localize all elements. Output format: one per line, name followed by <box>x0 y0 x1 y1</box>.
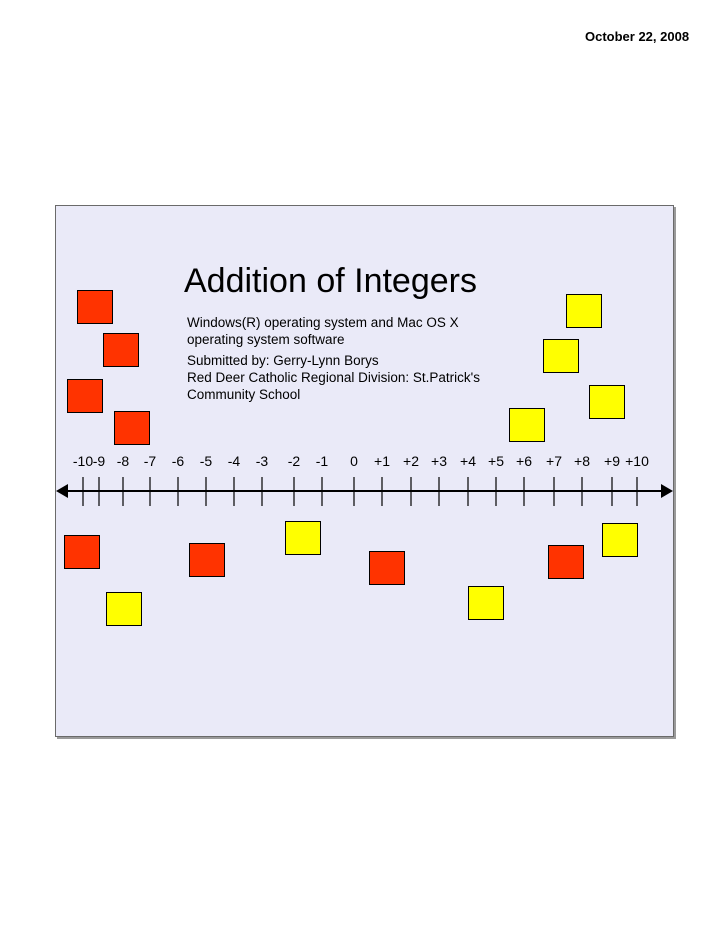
red-tile <box>67 379 103 413</box>
left-arrow-icon <box>56 484 68 498</box>
tick-label: 0 <box>350 453 358 469</box>
credits-line-2: Red Deer Catholic Regional Division: St.… <box>187 370 480 385</box>
tick-label: +7 <box>546 453 562 469</box>
yellow-tile <box>589 385 625 419</box>
red-tile <box>77 290 113 324</box>
tick-label: +3 <box>431 453 447 469</box>
tick-label: +5 <box>488 453 504 469</box>
yellow-tile <box>285 521 321 555</box>
date-header: October 22, 2008 <box>585 29 690 44</box>
tick-label: -2 <box>287 453 301 469</box>
yellow-tile <box>566 294 602 328</box>
number-line <box>56 477 673 506</box>
tick-label: +2 <box>403 453 419 469</box>
tick-label: +9 <box>604 453 620 469</box>
tick-label: +10 <box>625 453 649 469</box>
software-line-2: operating system software <box>187 332 345 347</box>
tick-label: +6 <box>516 453 532 469</box>
red-tile <box>103 333 139 367</box>
tick-label: +4 <box>460 453 476 469</box>
red-tile <box>114 411 150 445</box>
yellow-tile <box>602 523 638 557</box>
right-arrow-icon <box>661 484 673 498</box>
slide-title: Addition of Integers <box>184 262 477 300</box>
tick-label: -10 <box>72 453 94 469</box>
credits-line-1: Submitted by: Gerry-Lynn Borys <box>187 353 379 368</box>
red-tile <box>64 535 100 569</box>
tick-label: -4 <box>227 453 241 469</box>
yellow-tile <box>468 586 504 620</box>
yellow-tile <box>106 592 142 626</box>
credits-line-3: Community School <box>187 387 301 402</box>
tick-label: -7 <box>143 453 157 469</box>
tick-label: -3 <box>255 453 269 469</box>
software-line-1: Windows(R) operating system and Mac OS X <box>187 315 459 330</box>
credits: Submitted by: Gerry-Lynn Borys Red Deer … <box>187 352 480 403</box>
slide: Addition of Integers Windows(R) operatin… <box>55 205 674 737</box>
red-tile <box>548 545 584 579</box>
tick-label: -1 <box>315 453 329 469</box>
tick-label: -8 <box>116 453 130 469</box>
software-note: Windows(R) operating system and Mac OS X… <box>187 314 459 348</box>
yellow-tile <box>509 408 545 442</box>
tick-label: +8 <box>574 453 590 469</box>
yellow-tile <box>543 339 579 373</box>
tick-label: -5 <box>199 453 213 469</box>
red-tile <box>189 543 225 577</box>
tick-label: +1 <box>374 453 390 469</box>
red-tile <box>369 551 405 585</box>
tick-label: -6 <box>171 453 185 469</box>
tick-label: -9 <box>92 453 106 469</box>
